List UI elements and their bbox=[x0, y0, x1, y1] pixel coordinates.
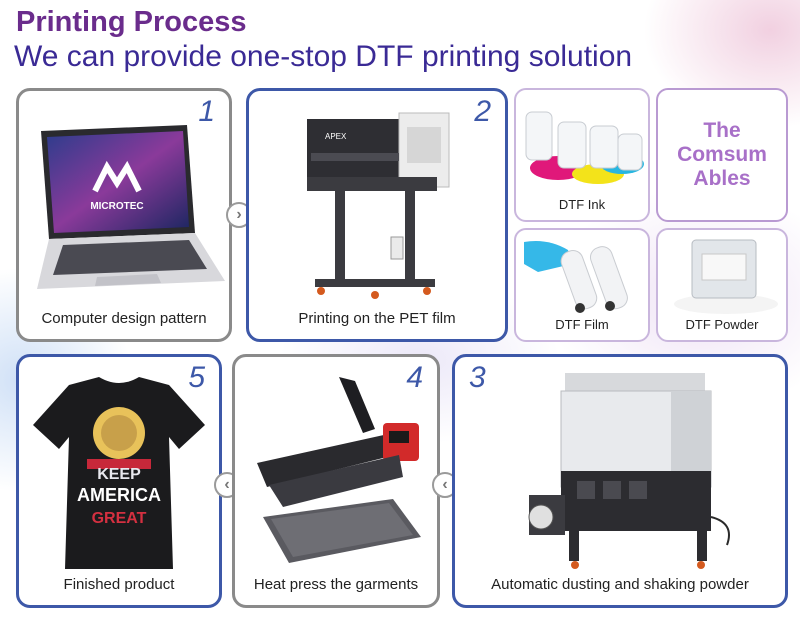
step-number: 5 bbox=[188, 361, 205, 394]
ink-bottles-image bbox=[525, 111, 644, 184]
powder-shaker-image bbox=[528, 373, 730, 569]
consumable-card-film: DTF Film bbox=[514, 228, 650, 342]
heat-press-image bbox=[257, 377, 421, 563]
consumable-card-powder: DTF Powder bbox=[656, 228, 788, 342]
consumable-label: DTF Powder bbox=[685, 317, 759, 332]
tshirt-text-line3: GREAT bbox=[92, 510, 147, 527]
consumable-label: DTF Film bbox=[555, 317, 609, 332]
dtf-printer-image: APEX bbox=[307, 112, 450, 299]
step-caption: Computer design pattern bbox=[41, 310, 207, 327]
powder-bag-image bbox=[674, 239, 778, 314]
laptop-image: MICROTEC bbox=[37, 125, 225, 289]
step-caption: Automatic dusting and shaking powder bbox=[491, 576, 749, 593]
chevron-left-icon: ‹ bbox=[442, 476, 448, 493]
page-title: Printing Process bbox=[16, 6, 247, 38]
tshirt-text-line1: KEEP bbox=[97, 466, 141, 483]
consumables-heading: The Comsum Ables bbox=[677, 119, 767, 190]
step-caption: Printing on the PET film bbox=[298, 310, 456, 327]
step-card-2: 2 APEX Printing on the PET film bbox=[246, 88, 508, 342]
laptop-brand-text: MICROTEC bbox=[90, 201, 143, 212]
step-card-4: 4 Heat press the garments bbox=[232, 354, 440, 608]
consumables-heading-card: The Comsum Ables bbox=[656, 88, 788, 222]
step-number: 3 bbox=[469, 361, 486, 394]
step-number: 2 bbox=[474, 95, 491, 128]
tshirt-text-line2: AMERICA bbox=[77, 485, 161, 505]
printer-brand-text: APEX bbox=[325, 132, 347, 141]
step-number: 4 bbox=[406, 361, 423, 394]
tshirt-image: KEEP AMERICA GREAT bbox=[33, 377, 205, 569]
step-caption: Heat press the garments bbox=[253, 576, 419, 593]
chevron-left-icon: ‹ bbox=[224, 476, 230, 493]
consumable-label: DTF Ink bbox=[558, 197, 606, 212]
consumable-card-ink: DTF Ink bbox=[514, 88, 650, 222]
step-card-5: 5 KEEP AMERICA GREAT Finished product bbox=[16, 354, 222, 608]
step-card-3: 3 Automatic dusting and shaking powder bbox=[452, 354, 788, 608]
page-subtitle: We can provide one-stop DTF printing sol… bbox=[14, 40, 633, 73]
step-number: 1 bbox=[198, 95, 215, 128]
film-rolls-image bbox=[524, 241, 628, 313]
step-card-1: 1 MICROTEC Computer design pattern bbox=[16, 88, 232, 342]
chevron-right-icon: › bbox=[236, 206, 242, 223]
step-caption: Finished product bbox=[63, 576, 175, 593]
